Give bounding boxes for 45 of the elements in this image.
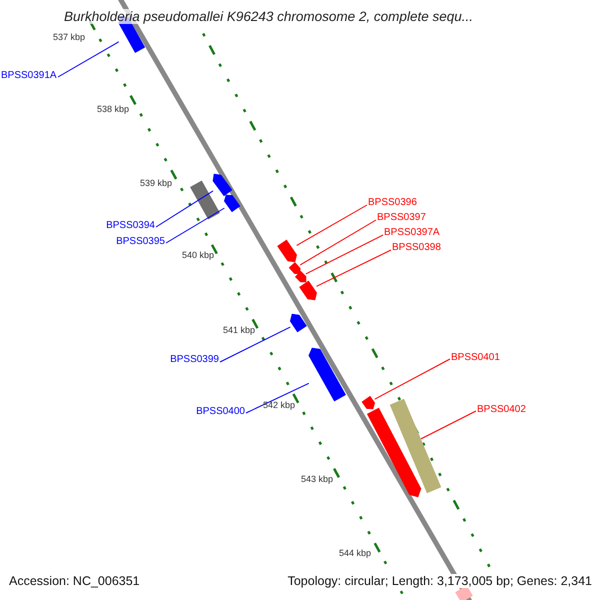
gene-block	[390, 398, 442, 494]
leader-line	[374, 358, 450, 400]
leader-line	[305, 234, 384, 274]
gene-label: BPSS0391A	[1, 70, 57, 81]
gene-block	[290, 314, 307, 332]
gene-label: BPSS0395	[116, 236, 165, 247]
position-label: 537 kbp	[53, 32, 86, 42]
position-label: 543 kbp	[301, 474, 334, 484]
leader-line	[300, 220, 376, 266]
leader-line	[296, 204, 368, 246]
position-label: 540 kbp	[182, 250, 214, 260]
gene-block	[308, 348, 346, 402]
leader-line	[316, 250, 392, 287]
leader-line	[220, 326, 291, 362]
gene-label: BPSS0397A	[384, 227, 440, 238]
footer-text: Topology: circular; Length: 3,173,005 bp; Genes: 2,341	[288, 574, 592, 588]
gene-block	[224, 194, 240, 212]
gene-block	[294, 270, 306, 282]
gene-block	[277, 240, 297, 262]
position-label: 538 kbp	[97, 104, 130, 114]
gene-label: BPSS0398	[392, 242, 441, 253]
gene-block	[367, 408, 422, 498]
leader-line	[246, 382, 310, 414]
gene-block	[212, 174, 232, 196]
gene-label: BPSS0399	[170, 354, 219, 365]
gene-block	[455, 585, 473, 600]
leader-line	[420, 410, 476, 440]
title: Burkholderia pseudomallei K96243 chromosome 2, complete sequ...	[64, 9, 473, 24]
gene-label: BPSS0396	[368, 197, 417, 208]
gene-block	[299, 280, 317, 300]
position-label: 541 kbp	[223, 325, 256, 335]
gene-label: BPSS0402	[477, 404, 526, 415]
gene-block	[362, 396, 376, 410]
gene-label: BPSS0394	[106, 220, 155, 231]
leader-line	[156, 190, 214, 228]
gene-block	[190, 180, 220, 220]
footer-text: Accession: NC_006351	[9, 574, 140, 588]
position-label: 542 kbp	[263, 400, 296, 410]
position-label: 544 kbp	[339, 548, 372, 558]
position-label: 539 kbp	[140, 178, 172, 188]
gene-label: BPSS0400	[196, 406, 245, 417]
gene-label: BPSS0397	[377, 212, 426, 223]
leader-line	[166, 208, 225, 244]
gene-block	[288, 262, 301, 274]
gene-label: BPSS0401	[451, 352, 500, 363]
